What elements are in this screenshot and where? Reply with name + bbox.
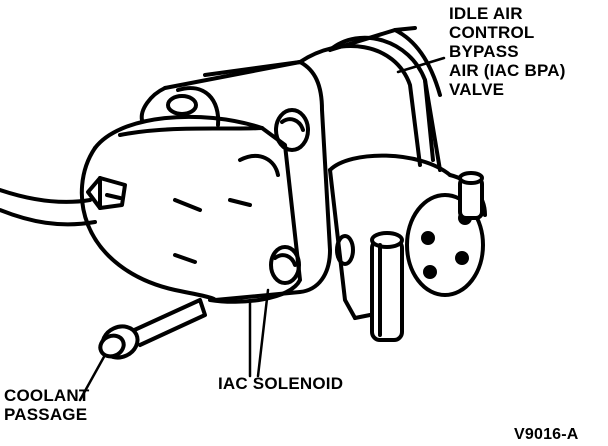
mounting-peg-rear — [458, 171, 484, 220]
label-line: COOLANT — [4, 386, 90, 405]
iac-bpa-valve-label: IDLE AIR CONTROL BYPASS AIR (IAC BPA) VA… — [449, 4, 566, 99]
mounting-peg-front — [370, 231, 404, 342]
iac-solenoid-label: IAC SOLENOID — [218, 374, 344, 393]
mounting-flange — [139, 60, 332, 302]
label-line: PASSAGE — [4, 405, 88, 424]
coolant-passage-tube — [98, 298, 207, 360]
label-line: CONTROL — [449, 23, 535, 42]
label-line: IDLE AIR — [449, 4, 523, 23]
label-line: BYPASS — [449, 42, 519, 61]
figure-id-label: V9016-A — [514, 426, 579, 443]
leader-lines — [78, 56, 446, 402]
bpa-valve-housing — [203, 26, 442, 172]
label-line: VALVE — [449, 80, 505, 99]
outlet-port — [405, 193, 485, 297]
leader-coolant — [78, 353, 107, 402]
leader-bpa — [396, 56, 446, 74]
label-line: AIR (IAC BPA) — [449, 61, 566, 80]
iac-solenoid-body — [79, 114, 302, 304]
leader-solenoid-2 — [256, 288, 270, 378]
electrical-connector — [86, 176, 127, 210]
coolant-passage-label: COOLANT PASSAGE — [4, 386, 89, 424]
